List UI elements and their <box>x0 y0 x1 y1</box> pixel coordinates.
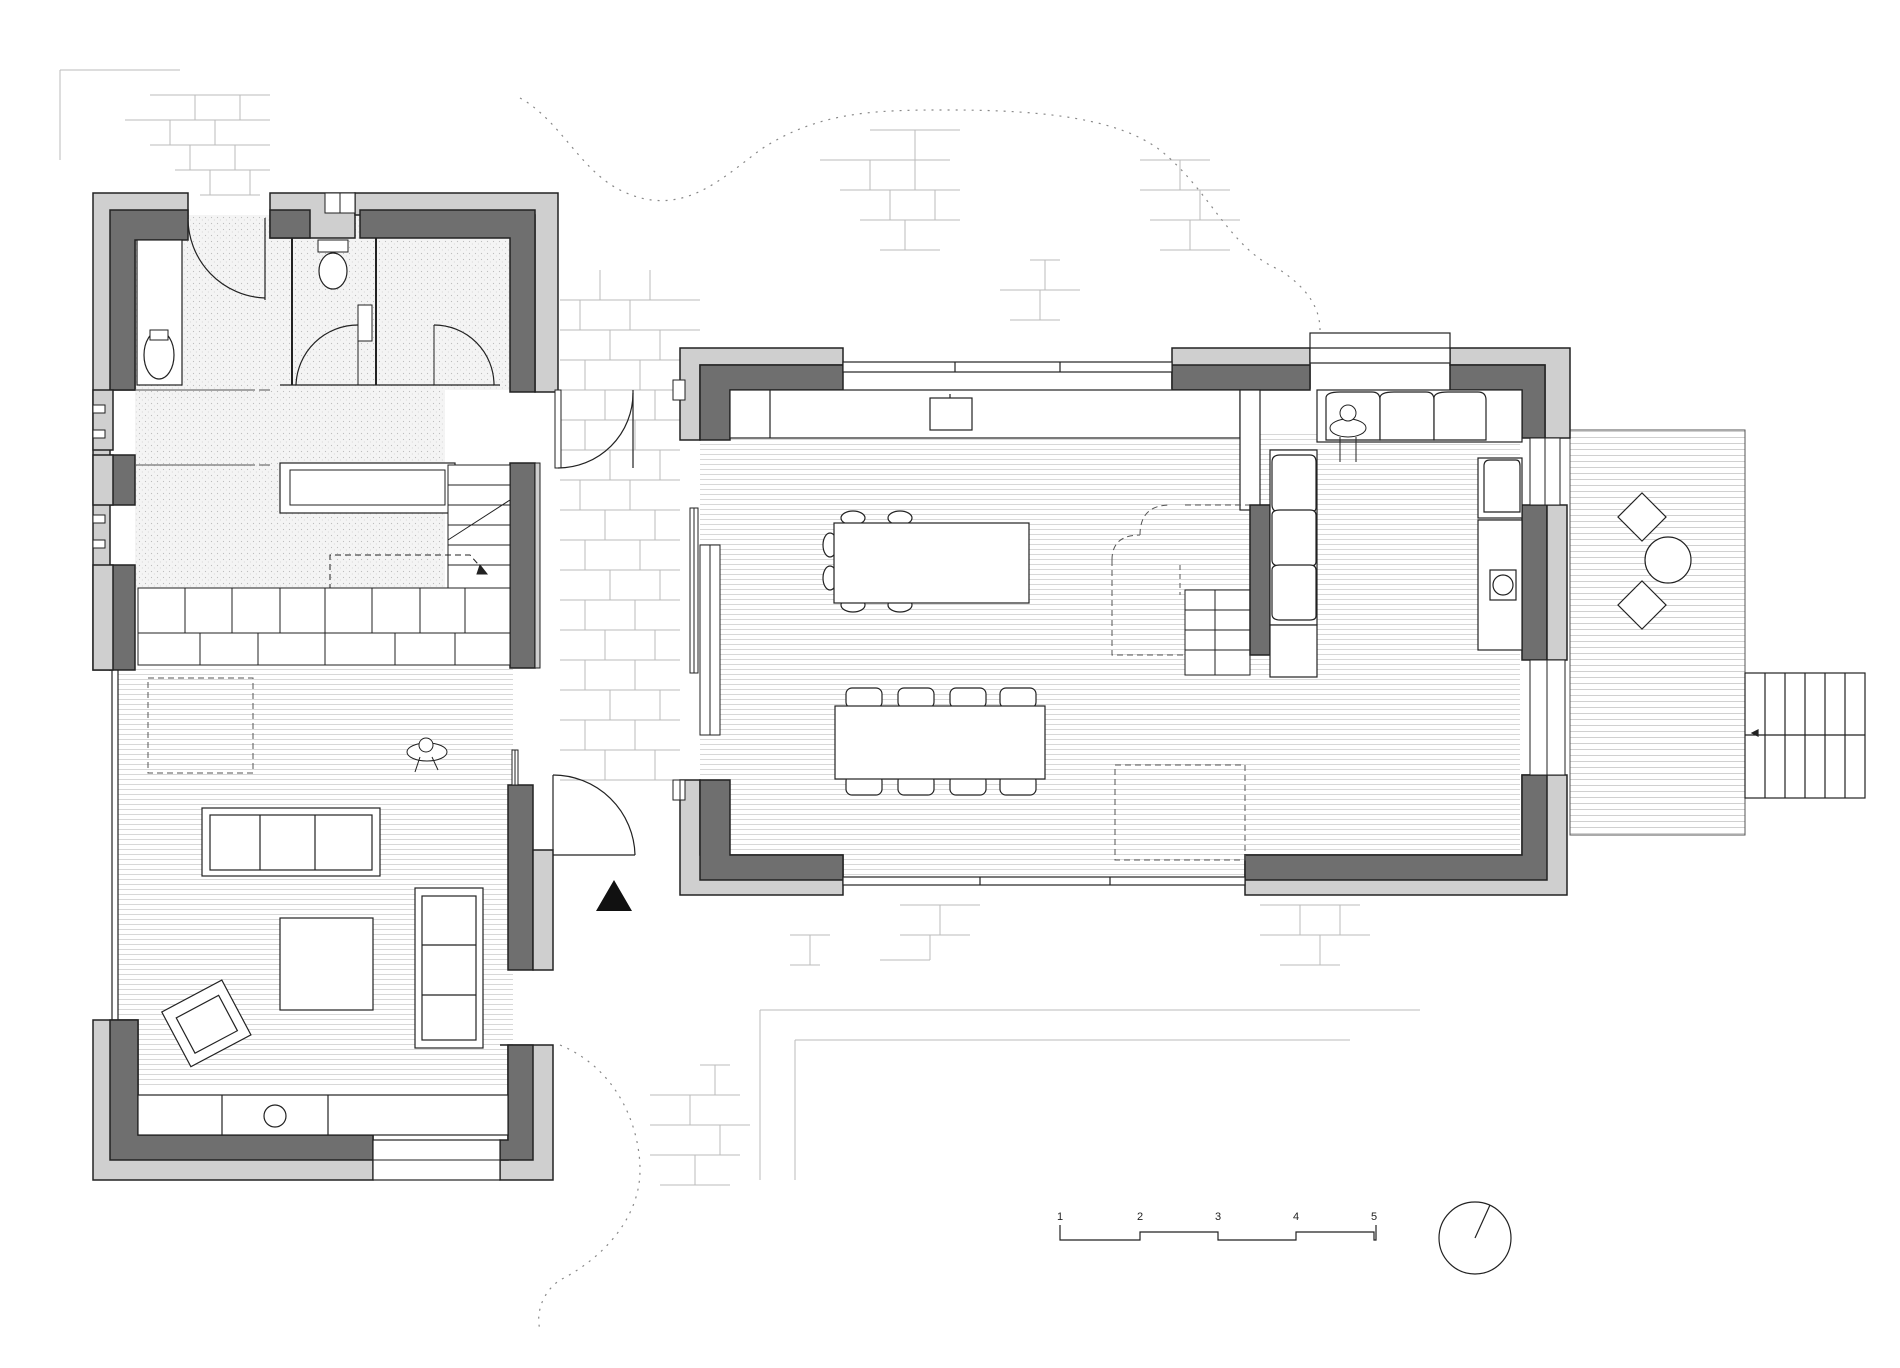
sofa-top <box>201 807 381 877</box>
coffee-table <box>279 917 374 1011</box>
entrance-triangle-icon <box>596 880 632 911</box>
right-staircase <box>1179 565 1251 676</box>
left-house-walls <box>92 192 559 1181</box>
right-house-walls <box>679 347 1571 896</box>
right-house <box>672 332 1571 896</box>
person-figure-kitchen <box>1329 404 1367 462</box>
dining-table <box>834 687 1046 796</box>
left-staircase <box>329 464 511 600</box>
bottom-window-strip <box>842 876 1246 886</box>
scale-label-3: 3 <box>1215 1211 1221 1223</box>
outdoor-paving <box>59 69 1420 1186</box>
hall-bench <box>137 587 511 666</box>
person-figure-living <box>406 737 448 773</box>
scale-bar: 1 2 3 4 5 <box>1057 1211 1377 1241</box>
stair-landing-outline <box>1111 504 1250 656</box>
scale-label-1: 1 <box>1057 1211 1063 1223</box>
kitchen-island <box>822 510 1030 613</box>
north-arrow-icon <box>1438 1201 1512 1275</box>
top-window-strip <box>842 332 1451 373</box>
built-in-sofa <box>1269 449 1318 678</box>
stair-wall <box>1249 504 1271 656</box>
terrace <box>1617 492 1866 799</box>
scale-label-4: 4 <box>1293 1211 1299 1223</box>
kitchen-counter <box>729 389 1241 439</box>
terrace-steps <box>1744 672 1866 799</box>
scale-label-2: 2 <box>1137 1211 1143 1223</box>
sideboard-basin <box>263 1104 287 1128</box>
left-house-door-swing <box>557 392 634 469</box>
dining-rug <box>1114 764 1246 861</box>
landscape-boundary <box>519 97 1321 1331</box>
column <box>1239 389 1261 511</box>
terrace-chair-upper <box>1617 492 1667 542</box>
terrace-table <box>1644 536 1692 584</box>
sideboard <box>137 1094 509 1136</box>
sofa-right <box>414 887 484 1049</box>
left-house <box>92 192 636 1181</box>
armchair <box>160 979 252 1068</box>
small-sink <box>357 304 373 342</box>
sideboard-right <box>1477 519 1523 651</box>
toilet <box>317 239 349 253</box>
scale-label-5: 5 <box>1371 1211 1377 1223</box>
sideboard-right-basin <box>1492 574 1514 596</box>
kitchen-sink <box>929 397 973 431</box>
reading-chair <box>1477 457 1523 519</box>
side-door-swing <box>552 774 636 856</box>
kitchen-dining-floor <box>700 430 1520 880</box>
terrace-chair-lower <box>1617 580 1667 630</box>
terrace-deck <box>1569 429 1746 836</box>
living-rug-upper <box>147 677 254 774</box>
